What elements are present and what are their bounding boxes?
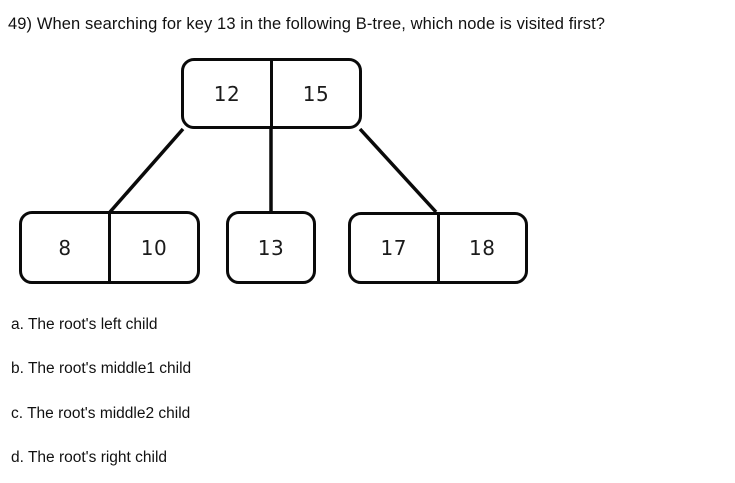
btree-node-left-child[interactable]: 8 10: [19, 211, 200, 284]
node-left-child-key-1: 10: [108, 214, 197, 281]
edge-root-to-left-child: [108, 127, 185, 214]
edge-root-to-right-child: [358, 127, 438, 214]
node-right-child-key-1: 18: [436, 215, 526, 281]
question-text: 49) When searching for key 13 in the fol…: [8, 15, 606, 33]
answer-option-c[interactable]: c. The root's middle2 child: [11, 405, 191, 422]
answer-option-d[interactable]: d. The root's right child: [11, 449, 168, 466]
btree-node-middle-child[interactable]: 13: [226, 211, 316, 284]
answer-option-a[interactable]: a. The root's left child: [11, 316, 158, 333]
btree-diagram: 12 15 8 10 13 17 18: [0, 45, 735, 300]
node-root-key-0: 12: [213, 81, 241, 106]
btree-node-right-child[interactable]: 17 18: [348, 212, 528, 284]
answer-option-b[interactable]: b. The root's middle1 child: [11, 360, 192, 377]
btree-node-root[interactable]: 12 15: [181, 58, 362, 129]
node-left-child-key-0: 8: [58, 235, 72, 260]
node-root-key-1: 15: [270, 61, 359, 126]
node-right-child-key-0: 17: [380, 236, 407, 260]
node-middle-child-key-0: 13: [257, 235, 285, 260]
